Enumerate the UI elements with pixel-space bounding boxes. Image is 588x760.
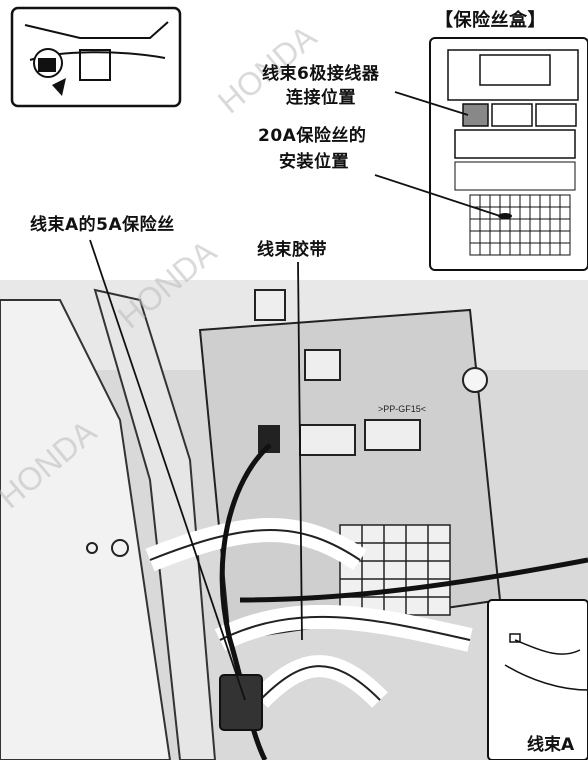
harness-a-inset: [487, 599, 588, 760]
harness-a-fuse-label: 线束A的5A保险丝: [30, 215, 175, 235]
engine-bay-photo: >PP-GF15<: [0, 280, 588, 760]
harness-tape-label: 线束胶带: [257, 240, 327, 260]
fuse-grid: [339, 524, 451, 616]
inset-caption: 线束A: [527, 735, 575, 755]
connector-location-label-line1: 线束6极接线器: [262, 64, 380, 84]
fuse-box-title: 【保险丝盒】: [435, 10, 546, 31]
fuse-install-label-line1: 20A保险丝的: [258, 126, 367, 146]
dashboard-locator-diagram: [10, 6, 182, 108]
twenty-amp-fuse-location: [498, 213, 512, 219]
six-pin-connector-location: [462, 103, 489, 127]
harness-a-fuse-holder: [219, 674, 263, 731]
connector-location-label-line2: 连接位置: [286, 88, 356, 108]
photo-marking: >PP-GF15<: [378, 404, 426, 414]
leader-lines: [89, 91, 501, 701]
fuse-box-diagram: [429, 37, 588, 271]
fuse-install-label-line2: 安装位置: [279, 152, 349, 172]
